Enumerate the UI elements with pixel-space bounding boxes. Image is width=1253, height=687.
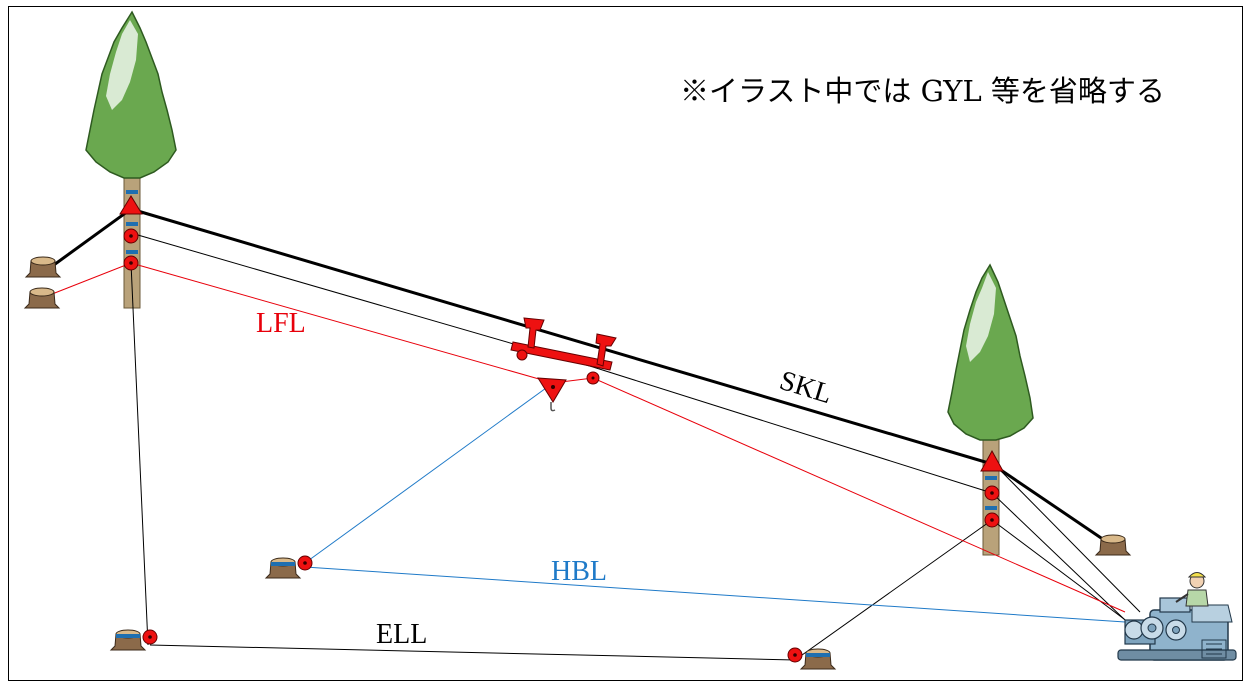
block-icon xyxy=(984,512,1000,528)
block-icon xyxy=(984,485,1000,501)
carriage-icon xyxy=(510,317,617,412)
operator-icon xyxy=(1175,572,1209,607)
endline-to-yarder xyxy=(991,519,1133,626)
lift-line-label: LFL xyxy=(256,308,306,339)
mainline-lower xyxy=(592,366,993,494)
haulback-diagonal xyxy=(304,382,554,564)
liftline-anchor xyxy=(41,262,132,299)
stump-icon xyxy=(110,629,146,651)
end-line-label: ELL xyxy=(376,619,427,650)
block-icon xyxy=(980,449,1004,472)
haulback-main xyxy=(304,566,1126,623)
endline-diagonal xyxy=(794,519,993,661)
stump-icon xyxy=(1095,534,1131,556)
block-icon xyxy=(787,647,803,663)
block-icon xyxy=(119,195,143,215)
stump-icon xyxy=(265,557,301,579)
endline-left-vertical xyxy=(130,262,149,646)
tree-right xyxy=(947,263,1034,556)
block-icon xyxy=(297,555,313,571)
skyline-anchor-right xyxy=(991,462,1111,546)
liftline-upper xyxy=(130,262,554,384)
omission-note: ※イラスト中では GYL 等を省略する xyxy=(680,74,1165,108)
stump-icon xyxy=(800,648,836,670)
tree-icon xyxy=(85,10,177,179)
block-icon xyxy=(142,629,158,645)
block-icon xyxy=(123,228,139,244)
diagram-frame xyxy=(8,6,1243,681)
stump-icon xyxy=(25,256,61,278)
stump-icon xyxy=(24,287,60,309)
yarder-icon xyxy=(1117,597,1237,661)
haulback-line-label: HBL xyxy=(551,556,607,587)
liftline-lower xyxy=(592,377,1126,613)
endline-bottom xyxy=(149,644,796,661)
skyline-to-yarder xyxy=(999,469,1141,613)
skyline-main xyxy=(130,207,993,466)
block-icon xyxy=(123,255,139,271)
mainline-to-yarder xyxy=(991,492,1126,621)
tree-icon xyxy=(947,263,1034,441)
